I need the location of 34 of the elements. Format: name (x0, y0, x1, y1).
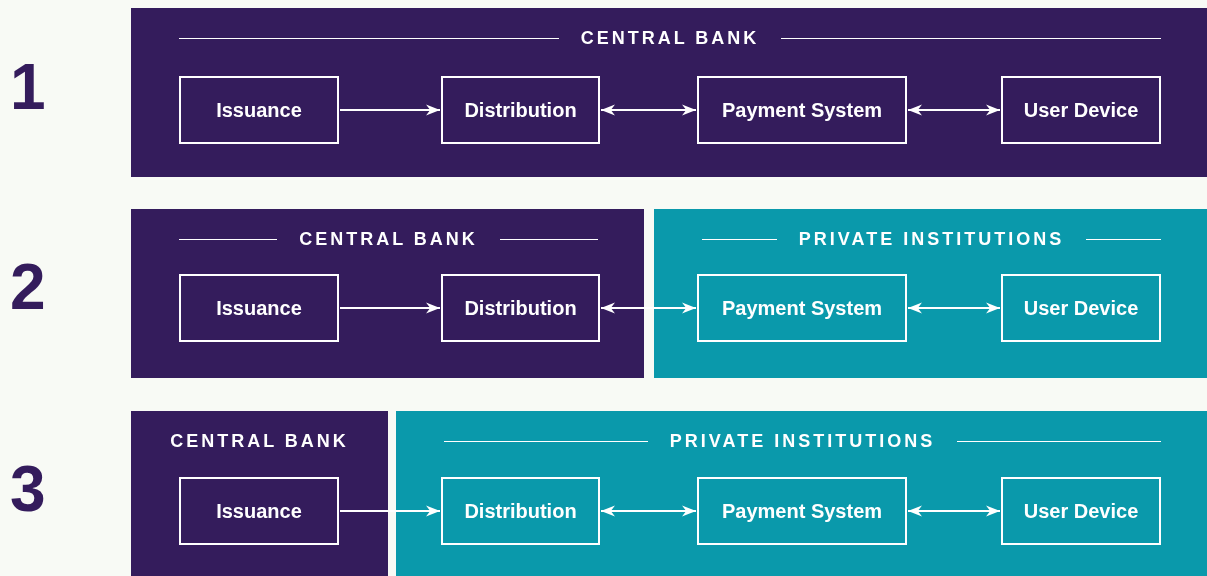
process-box: Issuance (179, 76, 339, 144)
process-box: User Device (1001, 274, 1161, 342)
process-box: Payment System (697, 477, 907, 545)
process-box: User Device (1001, 477, 1161, 545)
process-box: Distribution (441, 274, 600, 342)
process-box: Distribution (441, 76, 600, 144)
arrow (600, 505, 697, 517)
process-box: Issuance (179, 477, 339, 545)
group-title: CENTRAL BANK (579, 28, 761, 49)
group-panel (131, 8, 1207, 177)
process-box: Distribution (441, 477, 600, 545)
arrow (600, 302, 697, 314)
process-box: Payment System (697, 274, 907, 342)
group-panel (654, 209, 1207, 378)
arrow (907, 302, 1001, 314)
group-title: CENTRAL BANK (169, 431, 350, 452)
arrow (339, 302, 441, 314)
row-number: 1 (10, 50, 46, 124)
group-title: PRIVATE INSTITUTIONS (797, 229, 1066, 250)
arrow (339, 104, 441, 116)
group-title: PRIVATE INSTITUTIONS (668, 431, 937, 452)
group-panel (131, 209, 644, 378)
row-number: 3 (10, 452, 46, 526)
process-box: Payment System (697, 76, 907, 144)
arrow (907, 104, 1001, 116)
arrow (339, 505, 441, 517)
arrow (600, 104, 697, 116)
row-number: 2 (10, 250, 46, 324)
process-box: User Device (1001, 76, 1161, 144)
process-box: Issuance (179, 274, 339, 342)
group-panel (131, 411, 388, 576)
group-title: CENTRAL BANK (298, 229, 479, 250)
group-panel (396, 411, 1207, 576)
arrow (907, 505, 1001, 517)
